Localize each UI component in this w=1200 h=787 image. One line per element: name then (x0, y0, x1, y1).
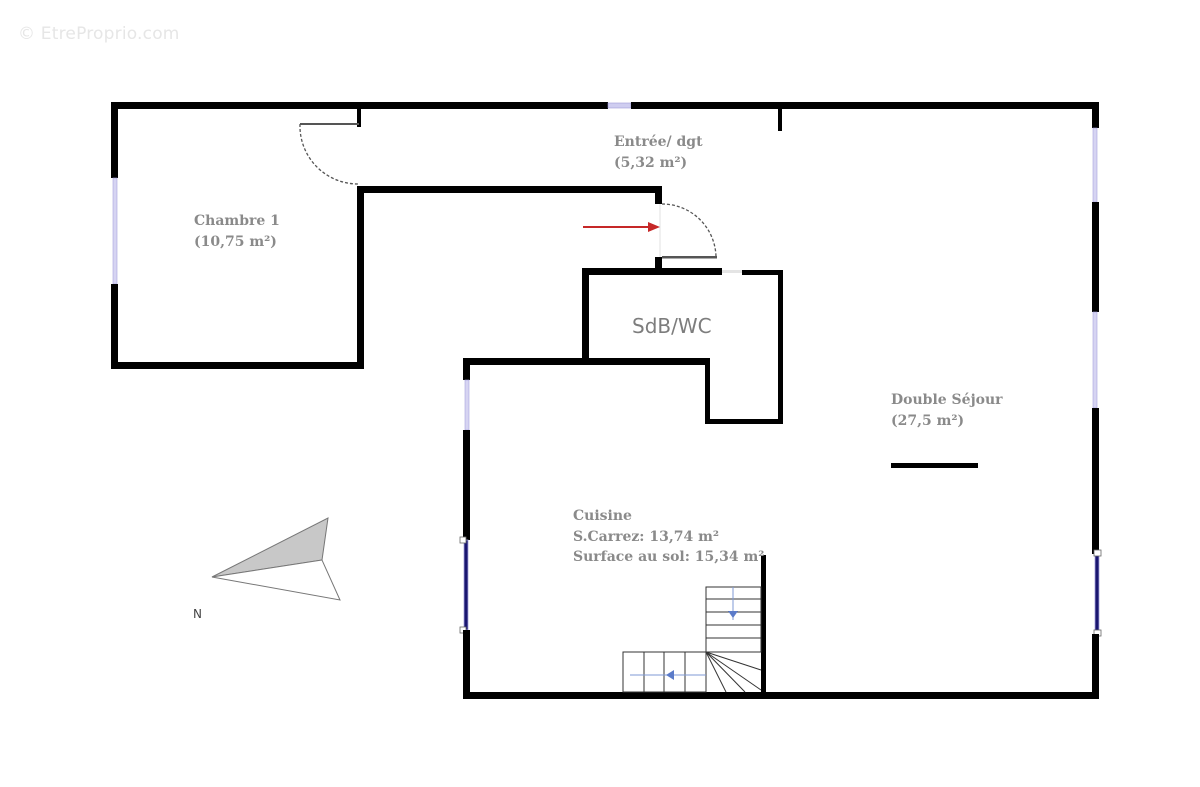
entree-name: Entrée/ dgt (614, 134, 703, 150)
sejour-name: Double Séjour (891, 392, 1003, 408)
cuisine-window-top (464, 379, 470, 431)
entree-area: (5,32 m²) (614, 155, 687, 171)
cuisine-window-bottom (463, 539, 469, 631)
cuisine-name: Cuisine (573, 508, 632, 524)
watermark: © EtreProprio.com (18, 24, 180, 44)
sejour-area: (27,5 m²) (891, 413, 964, 429)
staircase (622, 586, 762, 693)
cuisine-carrez: S.Carrez: 13,74 m² (573, 529, 719, 545)
entry-door-swing (661, 203, 717, 258)
chambre-area: (10,75 m²) (194, 234, 277, 250)
bottom-wall (463, 692, 1099, 699)
stair-down-arrow-icon (728, 611, 738, 618)
sejour-window-3 (1094, 553, 1100, 635)
sdb-name: SdB/WC (632, 314, 712, 338)
chambre-left-wall (111, 102, 118, 178)
chambre-window (112, 177, 118, 285)
chambre-door-swing (299, 123, 359, 185)
top-window (607, 102, 632, 109)
sejour-window-1 (1092, 127, 1098, 203)
sejour-window-2 (1092, 311, 1098, 409)
chambre-name: Chambre 1 (194, 213, 280, 229)
top-wall (111, 102, 608, 109)
compass-icon (211, 517, 341, 601)
stair-left-arrow-icon (666, 670, 674, 680)
cuisine-sol: Surface au sol: 15,34 m² (573, 549, 764, 565)
compass-north-label: N (193, 607, 202, 621)
